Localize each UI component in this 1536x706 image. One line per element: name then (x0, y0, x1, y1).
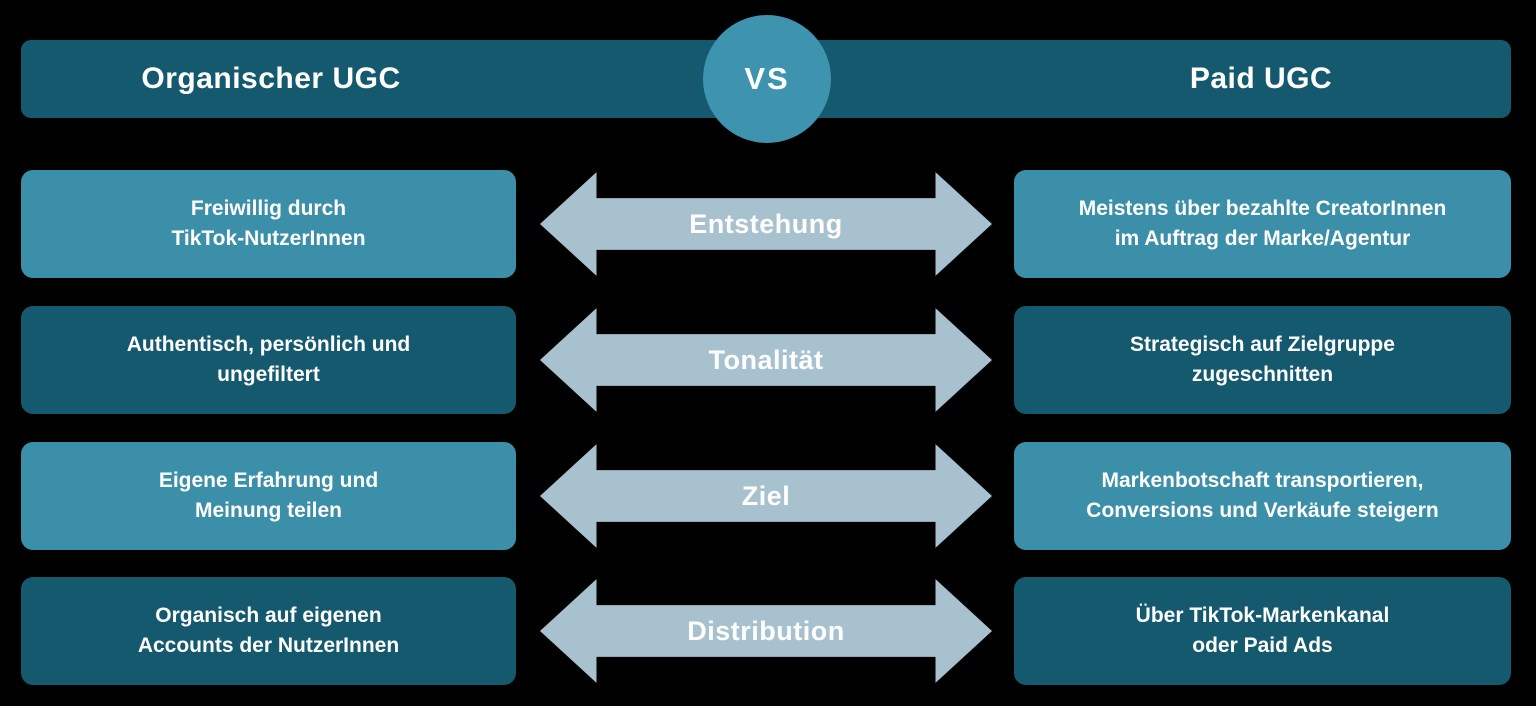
row-distribution: Organisch auf eigenen Accounts der Nutze… (0, 577, 1536, 685)
paid-box-tonalitaet: Strategisch auf Zielgruppe zugeschnitten (1014, 306, 1511, 414)
row-tonalitaet: Authentisch, persönlich und ungefiltert … (0, 306, 1536, 414)
paid-box-entstehung: Meistens über bezahlte CreatorInnen im A… (1014, 170, 1511, 278)
organic-box-ziel: Eigene Erfahrung und Meinung teilen (21, 442, 516, 550)
organic-box-distribution: Organisch auf eigenen Accounts der Nutze… (21, 577, 516, 685)
row-ziel: Eigene Erfahrung und Meinung teilen Ziel… (0, 442, 1536, 550)
header-title-paid: Paid UGC (1189, 62, 1333, 95)
header-title-organic: Organischer UGC (141, 62, 401, 95)
organic-box-entstehung: Freiwillig durch TikTok-NutzerInnen (21, 170, 516, 278)
paid-box-ziel: Markenbotschaft transportieren, Conversi… (1014, 442, 1511, 550)
row-label-ziel: Ziel (741, 480, 791, 511)
row-label-tonalitaet: Tonalität (708, 344, 824, 375)
row-entstehung: Freiwillig durch TikTok-NutzerInnen Ents… (0, 170, 1536, 278)
row-label-distribution: Distribution (687, 615, 845, 646)
row-label-entstehung: Entstehung (689, 208, 843, 239)
paid-box-distribution: Über TikTok-Markenkanal oder Paid Ads (1014, 577, 1511, 685)
organic-box-tonalitaet: Authentisch, persönlich und ungefiltert (21, 306, 516, 414)
vs-badge: VS (703, 15, 831, 143)
